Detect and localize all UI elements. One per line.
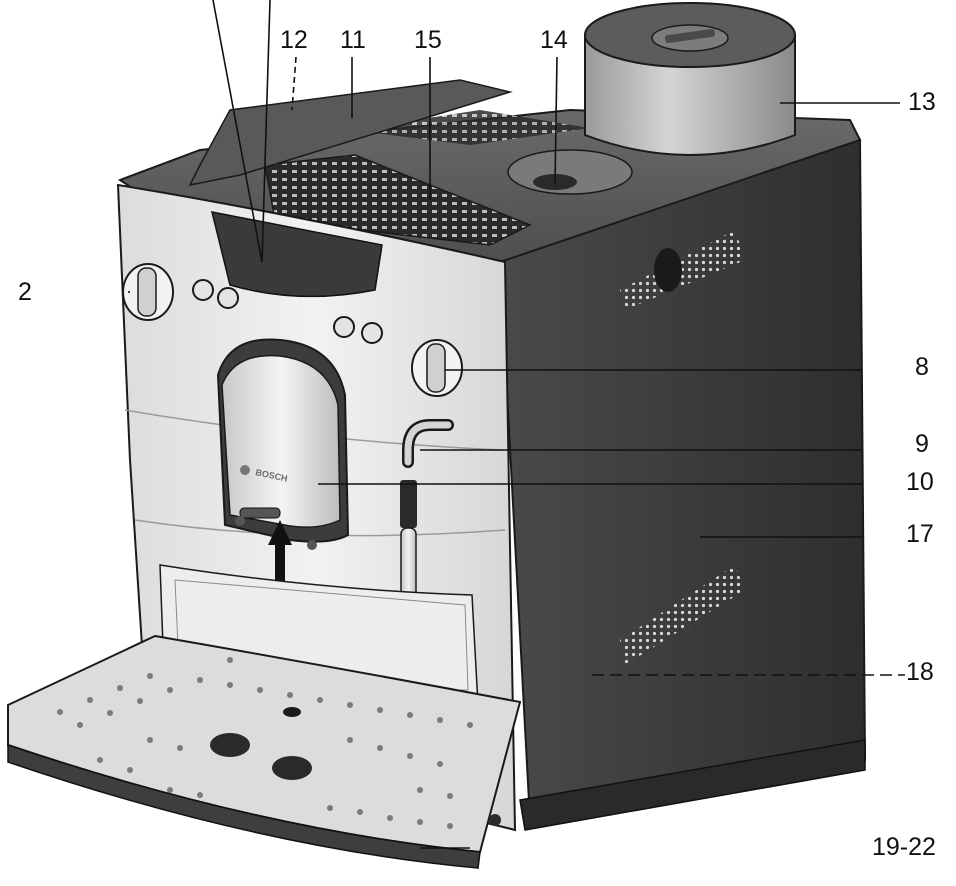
callout-13: 13 (908, 88, 936, 116)
callout-14: 14 (540, 26, 568, 54)
callout-9: 9 (915, 430, 929, 458)
steam-nozzle-sleeve (400, 480, 417, 528)
callout-17: 17 (906, 520, 934, 548)
callout-11: 11 (340, 26, 366, 54)
figure-number: 19-22 (872, 833, 936, 861)
bean-container (584, 34, 796, 156)
callout-10: 10 (906, 468, 934, 496)
display-recess (210, 211, 383, 298)
button-2 (217, 287, 239, 309)
rear-vent-grille (350, 110, 590, 145)
leader-lines (128, 0, 905, 849)
drip-tray-holes (57, 657, 473, 829)
callout-8: 8 (915, 353, 929, 381)
side-vent-lower (620, 565, 745, 665)
button-1 (192, 279, 214, 301)
drip-tray-cup-rest-1 (210, 733, 250, 757)
callout-15: 15 (414, 26, 442, 54)
coffee-outlet (221, 354, 341, 528)
button-3 (333, 316, 355, 338)
cup-warmer-grille (264, 154, 532, 246)
callout-12: 12 (280, 26, 308, 54)
housing-base (519, 739, 866, 831)
drip-tray-cup-rest-2 (272, 756, 312, 780)
button-4 (361, 322, 383, 344)
callout-18: 18 (906, 658, 934, 686)
drip-tray-float (283, 707, 301, 717)
callout-2: 2 (18, 278, 32, 306)
side-vent-upper (620, 230, 745, 310)
